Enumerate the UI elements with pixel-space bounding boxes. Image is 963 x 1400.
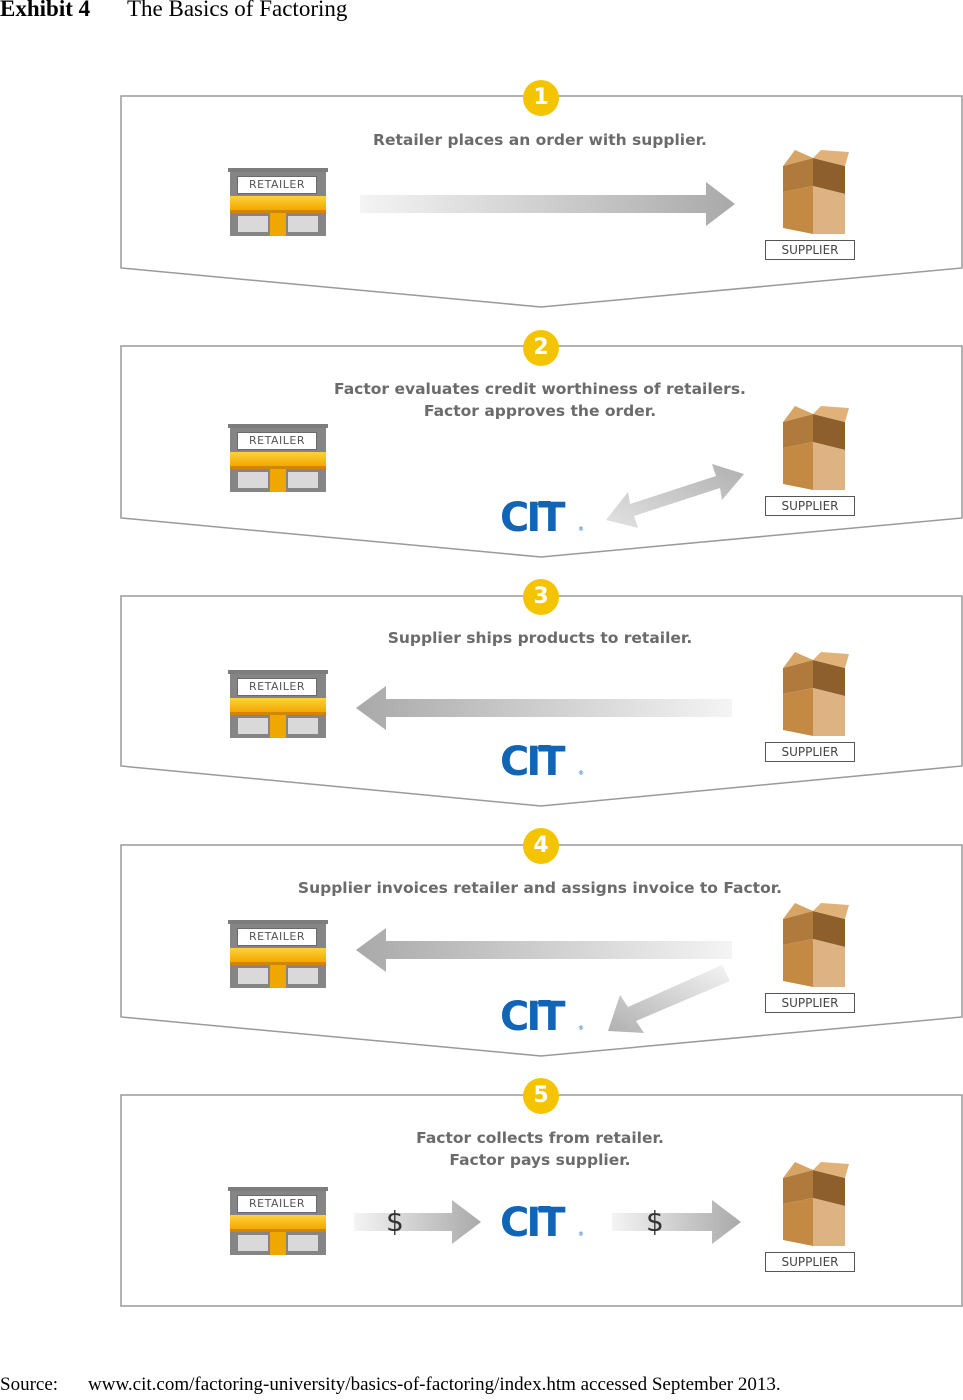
arrow-down-left-icon [608,965,730,1033]
step-caption: Factor evaluates credit worthiness of re… [260,378,820,422]
exhibit-title: The Basics of Factoring [127,0,348,21]
supplier-tag: SUPPLIER [765,240,855,260]
caption-line: Retailer places an order with supplier. [373,131,707,149]
supplier-icon: SUPPLIER [765,404,861,519]
cit-logo: CIT ® [500,739,584,785]
step-number-badge: 4 [523,828,559,864]
supplier-tag: SUPPLIER [765,742,855,762]
step-number-badge: 3 [523,579,559,615]
cit-logo: CIT ® [500,1200,584,1246]
supplier-tag: SUPPLIER [765,496,855,516]
box-icon [783,652,849,736]
step-caption: Supplier invoices retailer and assigns i… [260,877,820,899]
supplier-tag: SUPPLIER [765,993,855,1013]
step-number-badge: 5 [523,1078,559,1114]
caption-line: Factor approves the order. [423,402,657,420]
arrow-right-icon [612,1200,741,1244]
cit-logo-text: CIT [500,994,566,1040]
retailer-icon: RETAILER [228,920,328,990]
arrow-right-icon [354,1200,481,1244]
cit-logo-text: CIT [500,739,566,785]
step-panel [120,1094,963,1307]
caption-line: Supplier ships products to retailer. [387,629,693,647]
arrow-left-icon [356,928,732,972]
retailer-sign: RETAILER [237,928,317,946]
arrow-left-icon [356,686,732,730]
retailer-icon: RETAILER [228,168,328,238]
exhibit-label: Exhibit 4 [0,0,91,21]
cit-logo: CIT ® [500,495,584,541]
step-4: 4 Supplier invoices retailer and assigns… [0,827,963,1059]
double-arrow-icon [606,464,744,528]
dollar-icon: $ [646,1205,664,1238]
supplier-tag: SUPPLIER [765,1252,855,1272]
source-text: www.cit.com/factoring-university/basics-… [88,1374,781,1395]
step-3: 3 Supplier ships products to retailer. R… [0,578,963,810]
supplier-icon: SUPPLIER [765,650,861,765]
step-1: 1 Retailer places an order with supplier… [0,78,963,310]
step-panel [120,345,963,558]
cit-logo-text: CIT [500,1200,566,1246]
retailer-icon: RETAILER [228,424,328,494]
supplier-icon: SUPPLIER [765,901,861,1016]
step-2: 2 Factor evaluates credit worthiness of … [0,328,963,560]
box-icon [783,1162,849,1246]
box-icon [783,150,849,234]
retailer-icon: RETAILER [228,670,328,740]
step-caption: Supplier ships products to retailer. [260,627,820,649]
retailer-icon: RETAILER [228,1187,328,1257]
source-label: Source: [0,1374,59,1395]
retailer-sign: RETAILER [237,432,317,450]
retailer-sign: RETAILER [237,1195,317,1213]
step-5: 5 Factor collects from retailer. Factor … [0,1077,963,1309]
arrow-right-icon [360,182,735,226]
source-note: Source: www.cit.com/factoring-university/… [0,1374,781,1396]
retailer-sign: RETAILER [237,176,317,194]
caption-line: Factor pays supplier. [449,1151,631,1169]
step-caption: Retailer places an order with supplier. [260,129,820,151]
retailer-sign: RETAILER [237,678,317,696]
step-caption: Factor collects from retailer. Factor pa… [260,1127,820,1171]
supplier-icon: SUPPLIER [765,1160,861,1275]
box-icon [783,406,849,490]
caption-line: Supplier invoices retailer and assigns i… [297,879,783,897]
step-number-badge: 2 [523,330,559,366]
step-number-badge: 1 [523,80,559,116]
supplier-icon: SUPPLIER [765,148,861,263]
exhibit-header: Exhibit 4 The Basics of Factoring [0,0,347,26]
cit-logo: CIT ® [500,994,584,1040]
box-icon [783,903,849,987]
dollar-icon: $ [386,1205,404,1238]
cit-logo-text: CIT [500,495,566,541]
caption-line: Factor collects from retailer. [416,1129,664,1147]
caption-line: Factor evaluates credit worthiness of re… [334,380,746,398]
